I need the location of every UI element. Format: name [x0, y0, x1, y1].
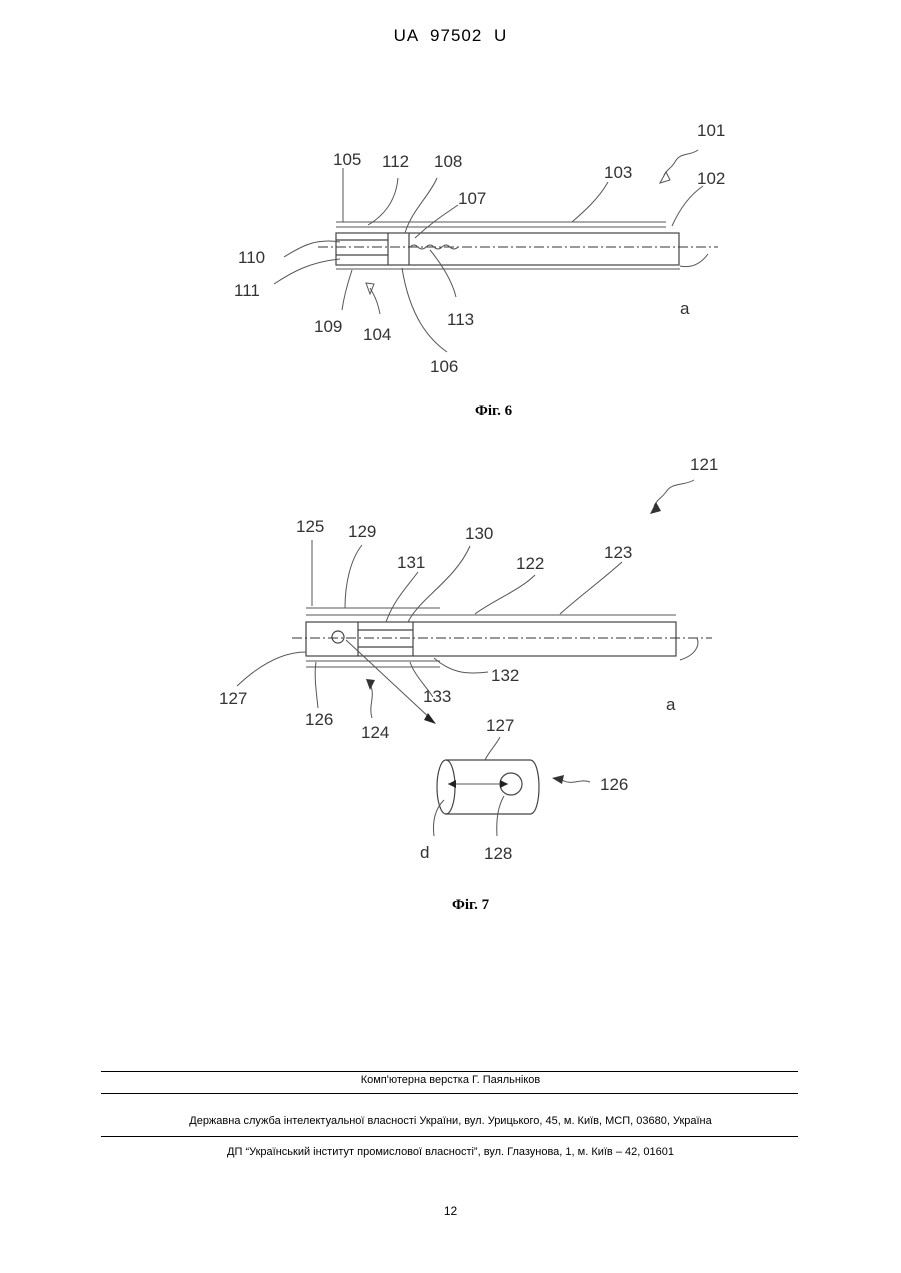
label-111: 111	[234, 281, 260, 300]
patent-number-header: UA 97502 U	[0, 26, 901, 46]
label-126-detail: 126	[600, 775, 628, 794]
label-122: 122	[516, 554, 544, 573]
label-126: 126	[305, 710, 333, 729]
label-102: 102	[697, 169, 725, 188]
label-113: 113	[447, 310, 474, 329]
label-127-detail: 127	[486, 716, 514, 735]
label-108: 108	[434, 152, 462, 171]
label-128: 128	[484, 844, 512, 863]
label-110: 110	[238, 248, 265, 267]
label-a: a	[680, 299, 690, 318]
label-a: a	[666, 695, 676, 714]
label-130: 130	[465, 524, 493, 543]
footer-agency: Державна служба інтелектуальної власност…	[0, 1115, 901, 1127]
label-133: 133	[423, 687, 451, 706]
label-104: 104	[363, 325, 391, 344]
label-131: 131	[397, 553, 425, 572]
label-109: 109	[314, 317, 342, 336]
figure-6: 101 102 103 105 112 108 107 110 111 109 …	[0, 110, 901, 430]
label-103: 103	[604, 163, 632, 182]
label-106: 106	[430, 357, 458, 376]
label-129: 129	[348, 522, 376, 541]
footer-divider-bottom	[101, 1136, 798, 1137]
label-107: 107	[458, 189, 486, 208]
page-number: 12	[0, 1204, 901, 1218]
label-125: 125	[296, 517, 324, 536]
label-132: 132	[491, 666, 519, 685]
label-105: 105	[333, 150, 361, 169]
label-121: 121	[690, 455, 718, 474]
footer-divider-middle	[101, 1093, 798, 1094]
label-124: 124	[361, 723, 389, 742]
footer-typesetting: Комп'ютерна верстка Г. Паяльніков	[0, 1074, 901, 1086]
label-101: 101	[697, 121, 725, 140]
figure-7-caption: Фіг. 7	[452, 897, 490, 913]
label-123: 123	[604, 543, 632, 562]
footer-institute: ДП “Український інститут промислової вла…	[0, 1146, 901, 1158]
figure-6-caption: Фіг. 6	[475, 403, 513, 419]
footer-divider-top	[101, 1071, 798, 1072]
label-112: 112	[382, 152, 409, 171]
figure-7: 121 125 129 130 131 122 123 127 126 124 …	[0, 445, 901, 915]
label-127: 127	[219, 689, 247, 708]
label-d: d	[420, 843, 429, 862]
